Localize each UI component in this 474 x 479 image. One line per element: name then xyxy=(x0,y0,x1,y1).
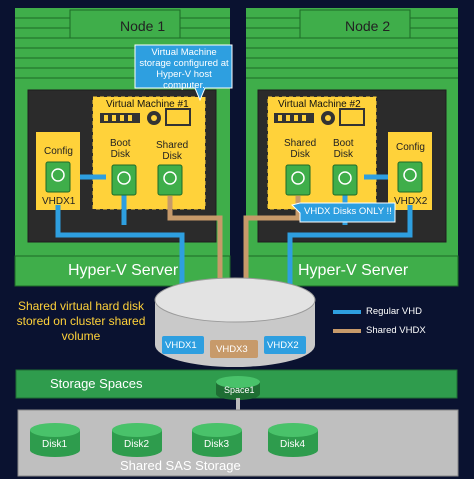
node-2-server-label: Hyper-V Server xyxy=(298,262,409,279)
vm-2-disk-1-label: Shared Disk xyxy=(284,138,317,160)
vm-2-title: Virtual Machine #2 xyxy=(278,99,361,110)
sas-storage-box xyxy=(17,409,459,477)
vm-2-disk-2-label: Boot Disk xyxy=(333,138,354,160)
csv-label-vhdx1: VHDX1 xyxy=(165,340,197,351)
sas-disk-2-label: Disk2 xyxy=(124,439,150,450)
vhdx-only-callout xyxy=(291,202,396,223)
sas-disk-1-label: Disk1 xyxy=(42,439,68,450)
node-1-name: Node 1 xyxy=(120,18,166,34)
legend-shared-vhdx: Shared VHDX xyxy=(366,325,426,336)
legend xyxy=(333,310,361,333)
csv-label-vhdx2: VHDX2 xyxy=(267,340,299,351)
hard-disk-icons xyxy=(45,161,423,196)
hard-disk-platters xyxy=(51,168,417,185)
node-1-server-label: Hyper-V Server xyxy=(68,262,179,279)
node-2-name: Node 2 xyxy=(345,18,391,34)
regular-vhd-links xyxy=(55,174,413,330)
sas-disk-3 xyxy=(192,423,242,457)
shared-vhd-note: Shared virtual hard disk stored on clust… xyxy=(16,299,146,343)
sas-disk-2 xyxy=(112,423,162,457)
csv-label-vhdx3: VHDX3 xyxy=(216,344,248,355)
vm-1-disk-1-label: Boot Disk xyxy=(110,138,131,160)
sas-storage-label: Shared SAS Storage xyxy=(120,458,241,473)
vm-storage-callout-text: Virtual Machine storage configured at Hy… xyxy=(139,47,229,91)
config-2-label: Config xyxy=(396,142,425,153)
vm-1-disk-2-label: Shared Disk xyxy=(156,140,189,162)
config-1-vhdx: VHDX1 xyxy=(42,196,76,207)
vhdx-only-callout-text: VHDX Disks ONLY !! xyxy=(304,206,392,217)
config-1-label: Config xyxy=(44,146,73,157)
sas-disk-4-label: Disk4 xyxy=(280,439,306,450)
space1-label: Space1 xyxy=(224,385,255,395)
sas-disk-1 xyxy=(30,423,80,457)
storage-spaces-band xyxy=(15,369,458,400)
csv-cylinder xyxy=(154,277,316,367)
config-2-vhdx: VHDX2 xyxy=(394,196,428,207)
legend-regular-vhd: Regular VHD xyxy=(366,306,422,317)
storage-spaces-label: Storage Spaces xyxy=(50,376,143,391)
sas-disk-3-label: Disk3 xyxy=(204,439,230,450)
vm-storage-callout xyxy=(134,44,233,102)
sas-disk-4 xyxy=(268,423,318,457)
vm-1-title: Virtual Machine #1 xyxy=(106,99,189,110)
